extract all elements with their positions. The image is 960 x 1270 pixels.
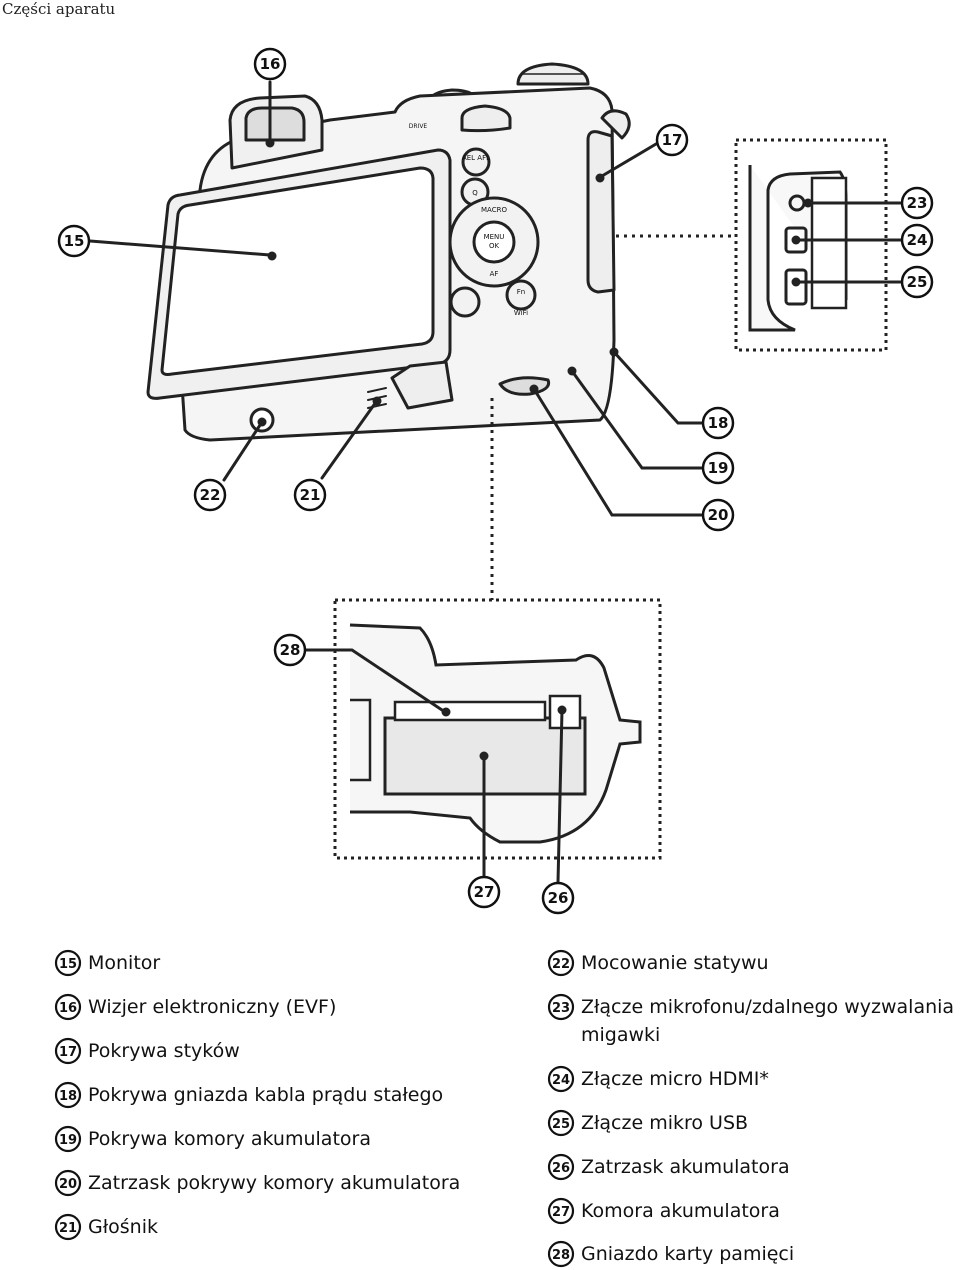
- legend-label: Wizjer elektroniczny (EVF): [88, 996, 337, 1018]
- legend-item-27: 27 Komora akumulatora: [547, 1197, 780, 1225]
- svg-text:28: 28: [280, 641, 301, 659]
- svg-text:24: 24: [907, 231, 928, 249]
- svg-text:23: 23: [552, 1001, 570, 1016]
- button-label-drive: DRIVE: [409, 123, 428, 130]
- legend-item-23: 23 Złącze mikrofonu/zdalnego wyzwalania …: [547, 993, 960, 1049]
- legend-label: Głośnik: [88, 1216, 158, 1238]
- button-label-af: AF: [490, 270, 499, 278]
- legend-label: Monitor: [88, 952, 161, 974]
- svg-text:16: 16: [59, 1001, 77, 1016]
- callout-20: 20: [701, 498, 735, 532]
- button-label-wifi: WiFi: [514, 309, 528, 317]
- svg-text:27: 27: [474, 883, 495, 901]
- callout-19: 19: [701, 451, 735, 485]
- svg-text:20: 20: [59, 1177, 77, 1192]
- legend-item-15: 15 Monitor: [54, 949, 160, 977]
- legend-item-19: 19 Pokrywa komory akumulatora: [54, 1125, 371, 1153]
- callout-22: 22: [193, 478, 227, 512]
- legend-label: Złącze mikro USB: [581, 1112, 749, 1134]
- callout-24: 24: [900, 223, 934, 257]
- camera-diagram: AEL AFL Q MACRO MENU OK AF Fn WiFi DRIVE: [57, 47, 934, 915]
- number-badge: 17: [54, 1037, 82, 1065]
- svg-text:22: 22: [552, 957, 570, 972]
- svg-text:17: 17: [59, 1045, 77, 1060]
- number-badge: 16: [54, 993, 82, 1021]
- legend-label: Gniazdo karty pamięci: [581, 1243, 795, 1265]
- svg-text:21: 21: [59, 1221, 77, 1236]
- callout-27: 27: [467, 875, 501, 909]
- callout-28: 28: [273, 633, 307, 667]
- legend-item-26: 26 Zatrzask akumulatora: [547, 1153, 790, 1181]
- callout-16: 16: [253, 47, 287, 81]
- svg-text:19: 19: [708, 459, 729, 477]
- svg-text:28: 28: [552, 1248, 570, 1263]
- legend-item-20: 20 Zatrzask pokrywy komory akumulatora: [54, 1169, 460, 1197]
- legend-item-25: 25 Złącze mikro USB: [547, 1109, 748, 1137]
- svg-text:25: 25: [907, 273, 928, 291]
- number-badge: 20: [54, 1169, 82, 1197]
- svg-text:17: 17: [662, 131, 683, 149]
- button-label-menu: MENU: [484, 233, 505, 241]
- svg-text:24: 24: [552, 1073, 570, 1088]
- button-label-macro: MACRO: [481, 206, 507, 214]
- legend-label: Pokrywa gniazda kabla prądu stałego: [88, 1084, 444, 1106]
- legend-label: Mocowanie statywu: [581, 952, 769, 974]
- legend-item-24: 24 Złącze micro HDMI*: [547, 1065, 769, 1093]
- legend-label: Pokrywa komory akumulatora: [88, 1128, 371, 1150]
- svg-text:22: 22: [200, 486, 221, 504]
- callout-17: 17: [655, 123, 689, 157]
- legend-item-18: 18 Pokrywa gniazda kabla prądu stałego: [54, 1081, 443, 1109]
- button-label-q: Q: [472, 189, 478, 197]
- svg-text:16: 16: [260, 55, 281, 73]
- legend-label: Pokrywa styków: [88, 1040, 240, 1062]
- legend-label: Komora akumulatora: [581, 1200, 780, 1222]
- button-label-fn: Fn: [517, 288, 525, 296]
- legend-label: Zatrzask pokrywy komory akumulatora: [88, 1172, 461, 1194]
- number-badge: 27: [547, 1197, 575, 1225]
- number-badge: 21: [54, 1213, 82, 1241]
- number-badge: 25: [547, 1109, 575, 1137]
- callout-15: 15: [57, 224, 91, 258]
- svg-text:21: 21: [300, 486, 321, 504]
- callout-26: 26: [541, 881, 575, 915]
- svg-text:26: 26: [548, 889, 569, 907]
- number-badge: 19: [54, 1125, 82, 1153]
- legend-item-16: 16 Wizjer elektroniczny (EVF): [54, 993, 336, 1021]
- callout-18: 18: [701, 406, 735, 440]
- legend-item-22: 22 Mocowanie statywu: [547, 949, 769, 977]
- svg-text:18: 18: [708, 414, 729, 432]
- legend-item-28: 28 Gniazdo karty pamięci: [547, 1240, 794, 1268]
- callout-23: 23: [900, 186, 934, 220]
- legend-item-21: 21 Głośnik: [54, 1213, 158, 1241]
- svg-text:15: 15: [64, 232, 85, 250]
- svg-text:23: 23: [907, 194, 928, 212]
- button-label-ok: OK: [489, 242, 500, 250]
- svg-text:19: 19: [59, 1133, 77, 1148]
- number-badge: 26: [547, 1153, 575, 1181]
- number-badge: 24: [547, 1065, 575, 1093]
- legend-label: Złącze mikrofonu/zdalnego wyzwalania mig…: [581, 996, 955, 1046]
- svg-text:27: 27: [552, 1205, 570, 1220]
- legend-label: Złącze micro HDMI*: [581, 1068, 769, 1090]
- page-title: Części aparatu: [2, 0, 116, 18]
- svg-text:25: 25: [552, 1117, 570, 1132]
- number-badge: 23: [547, 993, 575, 1021]
- legend-label: Zatrzask akumulatora: [581, 1156, 790, 1178]
- svg-text:18: 18: [59, 1089, 77, 1104]
- svg-text:15: 15: [59, 957, 77, 972]
- number-badge: 15: [54, 949, 82, 977]
- button-label-ael: AEL AFL: [462, 154, 490, 162]
- number-badge: 28: [547, 1240, 575, 1268]
- svg-text:26: 26: [552, 1161, 570, 1176]
- callout-21: 21: [293, 478, 327, 512]
- svg-text:20: 20: [708, 506, 729, 524]
- number-badge: 18: [54, 1081, 82, 1109]
- number-badge: 22: [547, 949, 575, 977]
- legend-item-17: 17 Pokrywa styków: [54, 1037, 240, 1065]
- callout-25: 25: [900, 265, 934, 299]
